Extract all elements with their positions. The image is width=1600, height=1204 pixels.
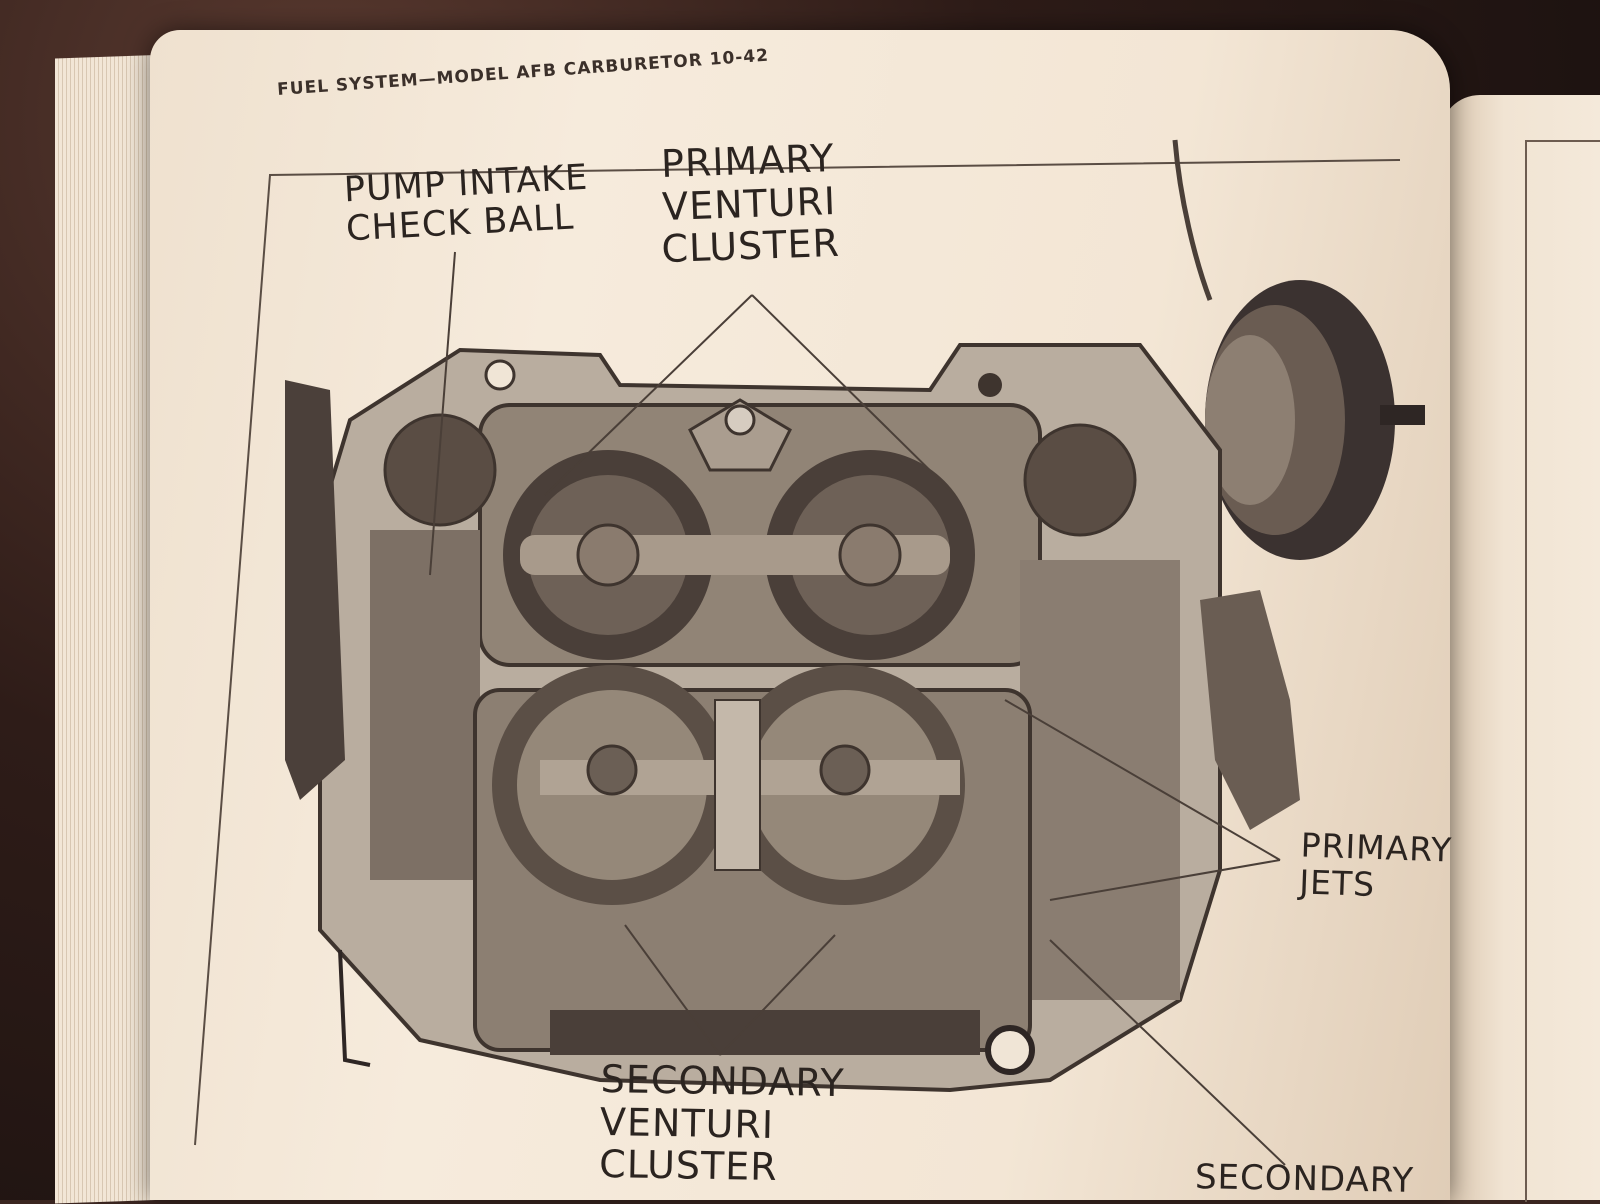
label-pump-intake-check-ball: PUMP INTAKE CHECK BALL xyxy=(343,157,590,250)
label-secondary-jets: SECONDARY xyxy=(1194,1157,1415,1201)
label-secondary-venturi-cluster: SECONDARY VENTURI CLUSTER xyxy=(598,1056,845,1190)
leader-lines xyxy=(429,251,1286,1166)
figure-border xyxy=(194,159,1401,1146)
vacuum-line xyxy=(1172,139,1213,301)
choke-diaphragm-icon xyxy=(1205,280,1425,560)
label-primary-jets: PRIMARY JETS xyxy=(1298,825,1453,904)
label-primary-venturi-cluster: PRIMARY VENTURI CLUSTER xyxy=(660,136,841,272)
facing-page xyxy=(1440,95,1600,1200)
carburetor-body-icon xyxy=(285,343,1300,1093)
facing-page-figure-border xyxy=(1525,140,1600,1202)
